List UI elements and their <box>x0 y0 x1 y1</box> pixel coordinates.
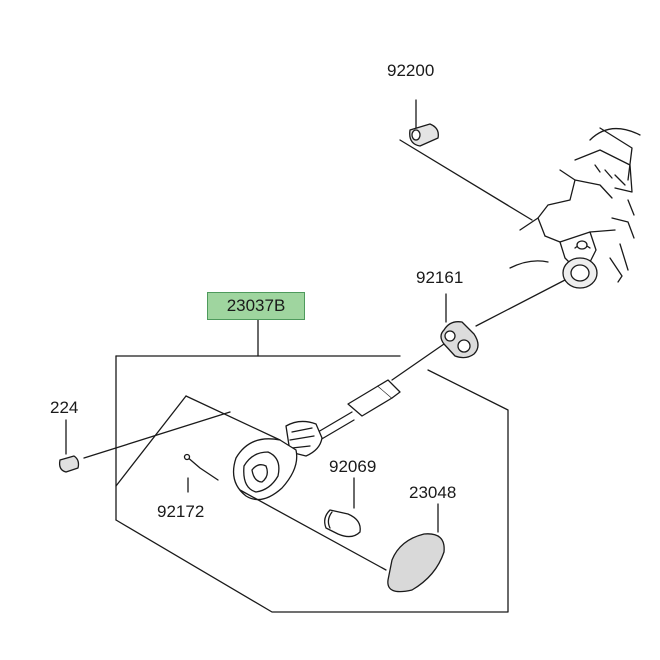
wire-connector-icon <box>317 379 401 441</box>
part-label-92200: 92200 <box>387 61 435 80</box>
part-label-92161: 92161 <box>416 268 464 287</box>
frame-bracket-icon <box>509 127 641 289</box>
bolt-icon <box>409 99 439 147</box>
part-label-224: 224 <box>50 398 79 417</box>
part-label-92172: 92172 <box>157 502 205 521</box>
part-label-23037b[interactable]: 23037B <box>207 292 305 320</box>
turn-signal-housing-icon <box>185 395 387 571</box>
screw-icon <box>183 453 219 493</box>
bulb-icon <box>324 477 361 538</box>
part-label-92069: 92069 <box>329 457 377 476</box>
part-label-23048: 23048 <box>409 483 457 502</box>
screw-icon <box>58 411 231 473</box>
lens-icon <box>387 503 445 593</box>
grommet-icon <box>440 293 479 359</box>
